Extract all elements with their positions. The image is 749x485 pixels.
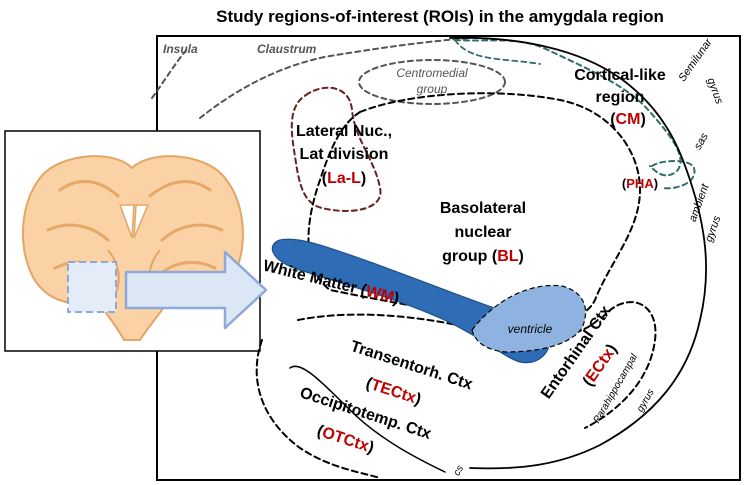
basolateral-label-1: Basolateral [440, 200, 526, 217]
sas-label: sas [692, 131, 711, 152]
cortical-like-inner [454, 39, 541, 65]
paren-close: ) [640, 111, 645, 128]
lateral-division-outline [290, 86, 382, 212]
otctx-abbrev: OTCtx [320, 424, 371, 455]
transentorhinal-abbrev-group: (TECtx) [364, 375, 423, 409]
lateral-abbrev-group: (La-L) [322, 170, 366, 187]
bl-abbrev: BL [497, 248, 519, 265]
inset-roi-box [67, 261, 117, 313]
semilunar-label-1: Semilunar [676, 35, 715, 84]
cm-abbrev: CM [616, 111, 641, 128]
claustrum-label: Claustrum [257, 42, 317, 56]
centromedial-outline [358, 59, 506, 105]
tectx-abbrev: TECtx [369, 376, 418, 406]
centromedial-label-2: group [417, 82, 448, 96]
paren-open: ( [610, 111, 616, 128]
pha-outline [651, 160, 696, 190]
figure-title: Study regions-of-interest (ROIs) in the … [216, 7, 664, 26]
occipitotemporal-outline [255, 339, 381, 479]
paren-open: ( [315, 423, 326, 441]
lateral-label-2: Lat division [300, 146, 389, 163]
lateral-label-1: Lateral Nuc., [296, 123, 392, 140]
paren-open: ( [322, 170, 328, 187]
paren-open: ( [492, 248, 498, 265]
wm-abbrev: WM [364, 283, 396, 306]
outer-gyrus-line [449, 36, 707, 470]
centromedial-label-1: Centromedial [396, 66, 468, 80]
collateral-sulcus-line [289, 365, 446, 473]
cortical-like-label-2: region [596, 89, 645, 106]
cs-label: cs [452, 464, 467, 478]
pha-abbrev: PHA [626, 176, 654, 191]
basolateral-label-3: group [442, 248, 488, 265]
cortical-like-label-1: Cortical-like [574, 67, 666, 84]
ventricle-label: ventricle [508, 322, 553, 336]
paren-close: ) [361, 170, 366, 187]
ambient-label-2: gyrus [703, 214, 724, 244]
semilunar-label-2: gyrus [705, 76, 726, 106]
entorhinal-outline [584, 301, 657, 429]
paren-close: ) [519, 248, 524, 265]
paren-close: ) [654, 176, 658, 191]
paren-close: ) [366, 439, 376, 457]
paren-open: ( [364, 375, 375, 393]
basolateral-abbrev-group: group (BL) [442, 248, 524, 265]
paren-close: ) [392, 290, 401, 308]
paren-open: ( [622, 176, 627, 191]
insula-label: Insula [163, 42, 198, 56]
claustrum-outline [199, 37, 471, 119]
cortical-like-abbrev-group: (CM) [610, 111, 646, 128]
la-l-abbrev: La-L [327, 170, 361, 187]
paren-open: ( [359, 282, 369, 300]
ventricle-shape [471, 284, 587, 353]
occipitotemporal-abbrev-group: (OTCtx) [315, 423, 376, 457]
basolateral-outline [307, 92, 642, 323]
pha-label-group: (PHA) [622, 176, 658, 191]
paren-close: ) [413, 391, 423, 409]
zoom-arrow [124, 250, 268, 330]
cortical-like-outline [454, 39, 682, 177]
ambient-label-1: ambient [687, 182, 712, 224]
insula-outline [151, 47, 189, 99]
parahippocampal-label-2: gyrus [635, 387, 657, 414]
basolateral-label-2: nuclear [455, 224, 512, 241]
